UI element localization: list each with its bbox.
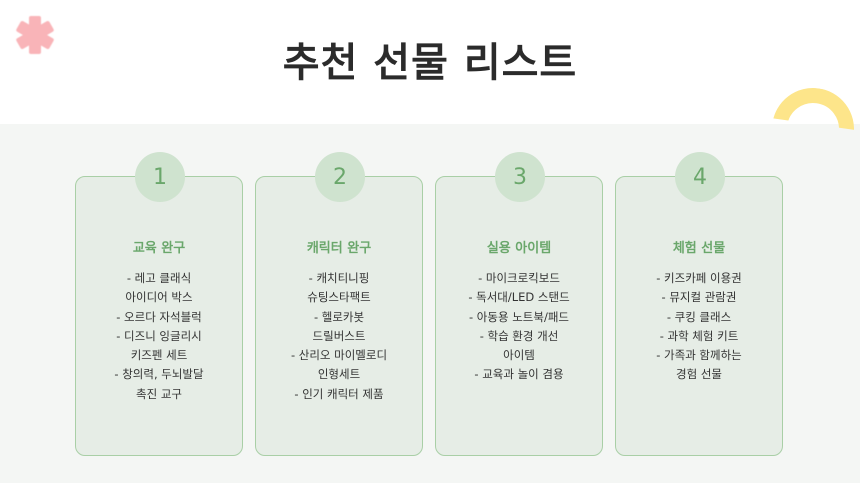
header-area xyxy=(0,0,860,124)
gift-card-practical: 실용 아이템 - 마이크로킥보드 - 독서대/LED 스탠드 - 아동용 노트북… xyxy=(435,176,603,456)
list-item: - 인기 캐릭터 제품 xyxy=(294,386,384,401)
card-list: - 키즈카페 이용권 - 뮤지컬 관람권 - 쿠킹 클래스 - 과학 체험 키트… xyxy=(616,269,782,385)
number-badge: 3 xyxy=(495,152,545,202)
list-item: 인형세트 xyxy=(317,367,361,382)
list-item: - 캐치티니핑 xyxy=(308,271,370,285)
list-item: - 레고 클래식 xyxy=(126,271,192,285)
number-badge: 2 xyxy=(315,152,365,202)
list-item: - 독서대/LED 스탠드 xyxy=(468,290,570,305)
list-item: 촉진 교구 xyxy=(136,386,182,401)
list-item: - 학습 환경 개선 xyxy=(479,328,559,343)
list-item: - 창의력, 두뇌발달 xyxy=(114,367,204,382)
list-item: 슈팅스타팩트 xyxy=(307,290,371,305)
list-item: - 산리오 마이멜로디 xyxy=(290,348,388,363)
list-item: - 오르다 자석블럭 xyxy=(116,309,202,324)
list-item: - 과학 체험 키트 xyxy=(659,328,739,343)
card-title: 캐릭터 완구 xyxy=(306,241,372,256)
gift-card-experience: 체험 선물 - 키즈카페 이용권 - 뮤지컬 관람권 - 쿠킹 클래스 - 과학… xyxy=(615,176,783,456)
list-item: - 마이크로킥보드 xyxy=(478,271,560,285)
card-title: 실용 아이템 xyxy=(486,241,552,256)
list-item: - 쿠킹 클래스 xyxy=(666,309,732,324)
list-item: - 뮤지컬 관람권 xyxy=(661,290,737,305)
card-list: - 마이크로킥보드 - 독서대/LED 스탠드 - 아동용 노트북/패드 - 학… xyxy=(436,269,602,385)
list-item: 드릴버스트 xyxy=(312,328,366,343)
list-item: - 키즈카페 이용권 xyxy=(656,271,742,285)
gift-card-character: 캐릭터 완구 - 캐치티니핑 슈팅스타팩트 - 헬로카봇 드릴버스트 - 산리오… xyxy=(255,176,423,456)
list-item: - 교육과 놀이 겸용 xyxy=(474,367,564,382)
asterisk-icon xyxy=(16,16,54,54)
gift-card-education: 교육 완구 - 레고 클래식 아이디어 박스 - 오르다 자석블럭 - 디즈니 … xyxy=(75,176,243,456)
page-title: 추천 선물 리스트 xyxy=(282,40,578,86)
list-item: - 아동용 노트북/패드 xyxy=(469,309,569,324)
list-item: 아이템 xyxy=(503,348,535,363)
list-item: 키즈펜 세트 xyxy=(130,348,188,363)
list-item: - 디즈니 잉글리시 xyxy=(116,328,202,343)
number-badge: 4 xyxy=(675,152,725,202)
list-item: 경험 선물 xyxy=(676,367,722,382)
list-item: 아이디어 박스 xyxy=(125,290,193,305)
card-list: - 캐치티니핑 슈팅스타팩트 - 헬로카봇 드릴버스트 - 산리오 마이멜로디 … xyxy=(256,269,422,404)
card-title: 교육 완구 xyxy=(132,241,186,256)
card-list: - 레고 클래식 아이디어 박스 - 오르다 자석블럭 - 디즈니 잉글리시 키… xyxy=(76,269,242,404)
list-item: - 헬로카봇 xyxy=(313,309,365,324)
list-item: - 가족과 함께하는 xyxy=(656,348,742,363)
number-badge: 1 xyxy=(135,152,185,202)
card-title: 체험 선물 xyxy=(672,241,726,256)
